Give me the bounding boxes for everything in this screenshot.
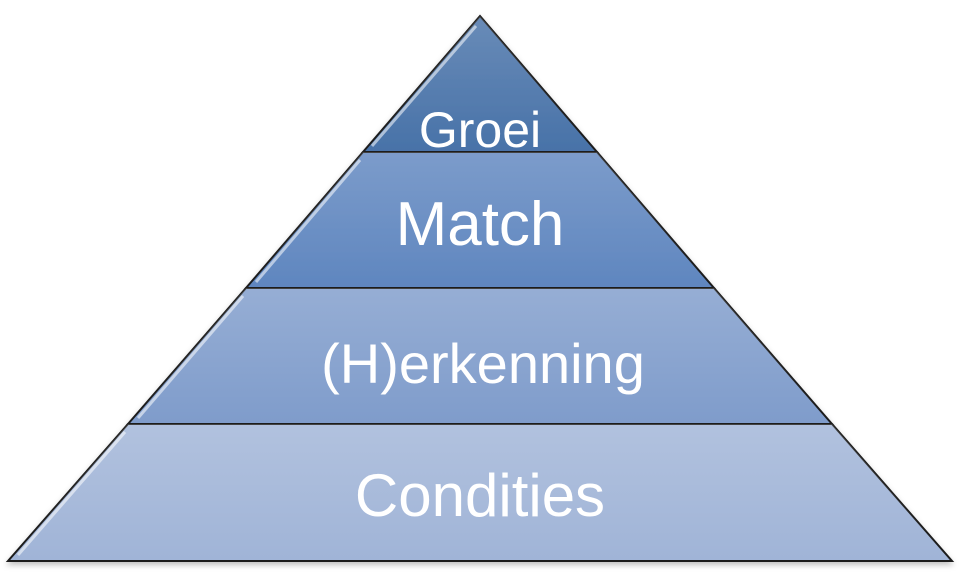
tier-label: (H)erkenning: [321, 332, 645, 395]
pyramid-tier-groei: Groei: [360, 14, 600, 158]
tier-shine: [128, 288, 832, 424]
tier-highlight: [136, 295, 245, 419]
tier-shine: [246, 152, 714, 288]
tier-highlight: [254, 159, 362, 283]
pyramid-tier-condities: Condities: [5, 423, 955, 562]
tier-shine: [8, 424, 952, 561]
tier-highlight: [370, 25, 478, 147]
pyramid-tier-herkenning: (H)erkenning: [125, 287, 835, 425]
tier-label: Groei: [419, 102, 541, 158]
tier-highlight: [16, 431, 127, 556]
tier-label: Match: [396, 190, 565, 259]
tier-shine: [363, 16, 597, 152]
pyramid-tier-match: Match: [243, 151, 717, 289]
tier-label: Condities: [355, 462, 605, 529]
